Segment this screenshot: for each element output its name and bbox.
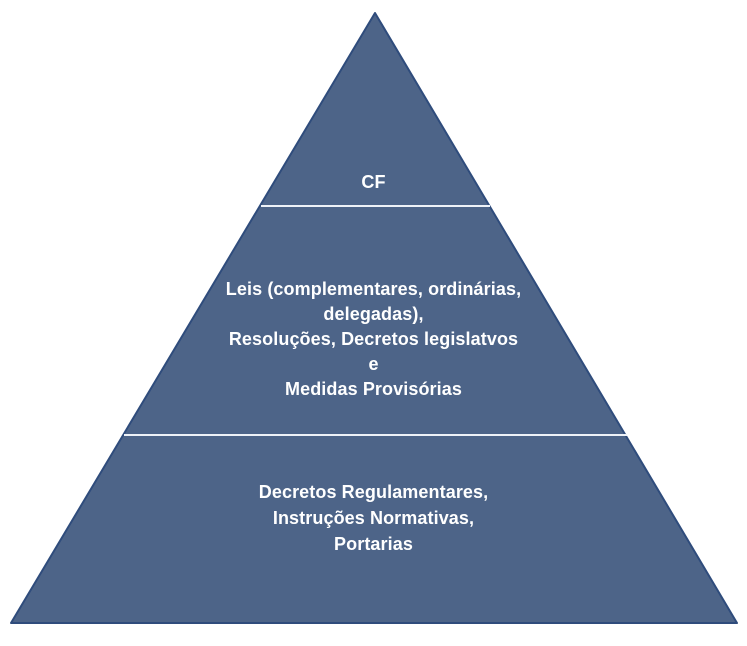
tier-label-decretos: Decretos Regulamentares, Instruções Norm… bbox=[258, 482, 489, 554]
tier-label-cf: CF bbox=[361, 172, 386, 192]
pyramid-triangle bbox=[10, 12, 738, 624]
tier-label-leis: Leis (complementares, ordinárias, delega… bbox=[225, 279, 522, 399]
